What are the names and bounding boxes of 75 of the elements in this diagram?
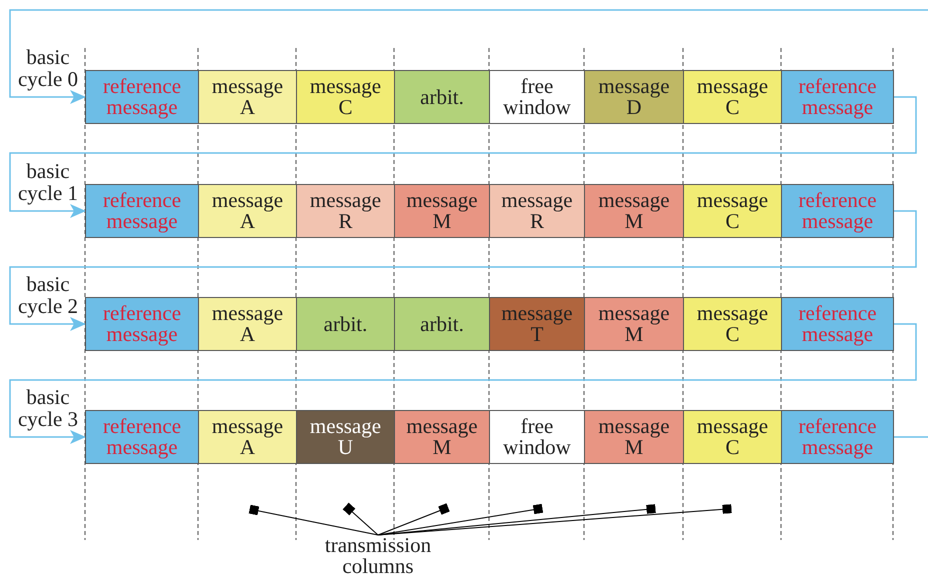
message-slot — [489, 297, 585, 351]
message-slot — [683, 410, 782, 464]
flow-arrow — [9, 323, 917, 444]
slot-label: reference message — [798, 76, 877, 118]
message-slot — [198, 70, 297, 124]
message-slot — [85, 70, 199, 124]
message-slot — [198, 410, 297, 464]
slot-label: message A — [212, 190, 284, 232]
slot-label: reference message — [798, 303, 877, 345]
slot-label: message C — [310, 76, 382, 118]
slot-label: free window — [503, 416, 571, 458]
message-slot — [394, 184, 490, 238]
slot-label: message A — [212, 416, 284, 458]
message-slot — [489, 410, 585, 464]
message-slot — [584, 297, 684, 351]
slot-label: message T — [501, 303, 573, 345]
flow-arrow — [9, 210, 917, 331]
message-slot — [683, 297, 782, 351]
message-slot — [781, 297, 894, 351]
message-slot — [394, 70, 490, 124]
message-slot — [781, 70, 894, 124]
slot-label: message C — [696, 416, 768, 458]
message-slot — [296, 410, 395, 464]
slot-label: message M — [406, 416, 478, 458]
slot-label: message M — [598, 190, 670, 232]
message-slot — [584, 410, 684, 464]
message-slot — [683, 184, 782, 238]
message-slot — [683, 70, 782, 124]
message-slot — [781, 410, 894, 464]
slot-label: message R — [501, 190, 573, 232]
message-slot — [296, 184, 395, 238]
callout-text: transmission columns — [324, 535, 432, 577]
message-slot — [296, 70, 395, 124]
message-slot — [198, 297, 297, 351]
slot-label: message R — [310, 190, 382, 232]
leader-line — [378, 504, 656, 536]
slot-label: free window — [503, 76, 571, 118]
message-slot — [394, 410, 490, 464]
slot-label: message M — [598, 416, 670, 458]
slot-label: message C — [696, 76, 768, 118]
slot-label: message U — [310, 416, 382, 458]
message-slot — [781, 184, 894, 238]
flow-arrow — [9, 9, 928, 104]
message-slot — [584, 70, 684, 124]
message-slot — [85, 410, 199, 464]
slot-label: message C — [696, 190, 768, 232]
slot-label: reference message — [102, 76, 182, 118]
message-slot — [489, 184, 585, 238]
slot-label: arbit. — [324, 314, 368, 334]
slot-label: reference message — [102, 190, 182, 232]
slot-label: message A — [212, 76, 284, 118]
slot-label: reference message — [798, 190, 877, 232]
message-slot — [85, 184, 199, 238]
slot-label: reference message — [798, 416, 877, 458]
flow-arrow — [9, 96, 917, 218]
leader-line — [248, 504, 378, 536]
message-slot — [394, 297, 490, 351]
slot-label: message D — [598, 76, 670, 118]
slot-label: reference message — [102, 303, 182, 345]
slot-label: arbit. — [420, 86, 464, 108]
message-slot — [198, 184, 297, 238]
message-slot — [296, 297, 395, 351]
slot-label: message M — [598, 303, 670, 345]
leader-line — [378, 503, 450, 536]
slot-label: reference message — [102, 416, 182, 458]
message-slot — [85, 297, 199, 351]
message-slot — [584, 184, 684, 238]
message-slot — [489, 70, 585, 124]
slot-label: message M — [406, 190, 478, 232]
slot-label: message C — [696, 303, 768, 345]
slot-label: arbit. — [420, 314, 464, 334]
leader-line — [378, 504, 732, 536]
slot-label: message A — [212, 303, 284, 345]
leader-line — [342, 502, 378, 536]
leader-line — [378, 504, 544, 536]
